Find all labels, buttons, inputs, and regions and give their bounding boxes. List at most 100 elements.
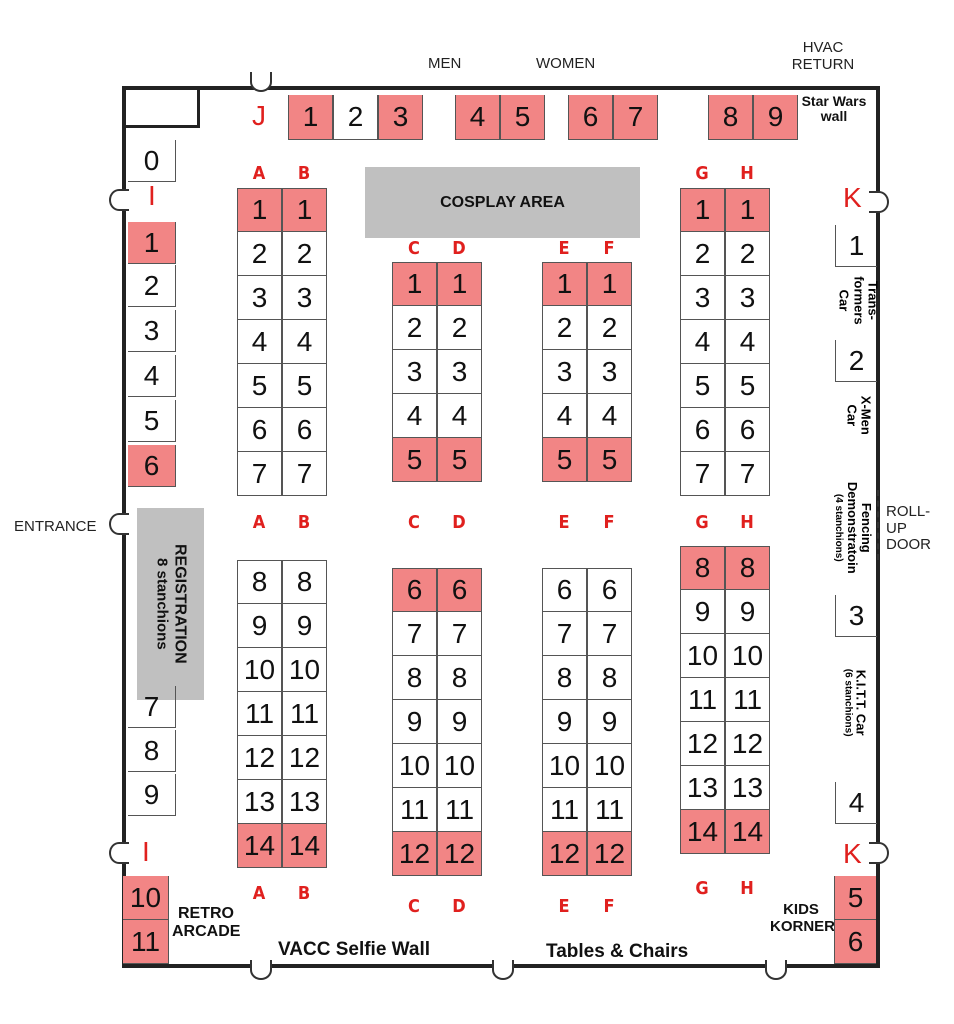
booth-h-13[interactable]: 13 — [725, 766, 770, 810]
booth-b-5[interactable]: 5 — [282, 364, 327, 408]
booth-f-12[interactable]: 12 — [587, 832, 632, 876]
booth-c-9[interactable]: 9 — [392, 700, 437, 744]
booth-a-4[interactable]: 4 — [237, 320, 282, 364]
booth-e-10[interactable]: 10 — [542, 744, 587, 788]
booth-f-5[interactable]: 5 — [587, 438, 632, 482]
booth-g-5[interactable]: 5 — [680, 364, 725, 408]
booth-j-2[interactable]: 2 — [333, 95, 378, 140]
booth-a-7[interactable]: 7 — [237, 452, 282, 496]
booth-i-2[interactable]: 2 — [128, 265, 176, 307]
booth-c-8[interactable]: 8 — [392, 656, 437, 700]
booth-b-10[interactable]: 10 — [282, 648, 327, 692]
booth-a-8[interactable]: 8 — [237, 560, 282, 604]
booth-k-4[interactable]: 4 — [835, 782, 877, 824]
booth-e-2[interactable]: 2 — [542, 306, 587, 350]
booth-g-9[interactable]: 9 — [680, 590, 725, 634]
booth-j-6[interactable]: 6 — [568, 95, 613, 140]
booth-g-13[interactable]: 13 — [680, 766, 725, 810]
booth-a-1[interactable]: 1 — [237, 188, 282, 232]
booth-k-3[interactable]: 3 — [835, 595, 877, 637]
booth-h-1[interactable]: 1 — [725, 188, 770, 232]
booth-i-1[interactable]: 1 — [128, 222, 176, 264]
booth-c-2[interactable]: 2 — [392, 306, 437, 350]
booth-e-8[interactable]: 8 — [542, 656, 587, 700]
booth-j-5[interactable]: 5 — [500, 95, 545, 140]
booth-a-3[interactable]: 3 — [237, 276, 282, 320]
booth-c-4[interactable]: 4 — [392, 394, 437, 438]
booth-c-12[interactable]: 12 — [392, 832, 437, 876]
booth-j-1[interactable]: 1 — [288, 95, 333, 140]
booth-i-6[interactable]: 6 — [128, 445, 176, 487]
booth-a-11[interactable]: 11 — [237, 692, 282, 736]
booth-g-1[interactable]: 1 — [680, 188, 725, 232]
booth-g-14[interactable]: 14 — [680, 810, 725, 854]
booth-e-4[interactable]: 4 — [542, 394, 587, 438]
booth-j-3[interactable]: 3 — [378, 95, 423, 140]
booth-f-10[interactable]: 10 — [587, 744, 632, 788]
booth-h-14[interactable]: 14 — [725, 810, 770, 854]
booth-g-12[interactable]: 12 — [680, 722, 725, 766]
booth-a-14[interactable]: 14 — [237, 824, 282, 868]
booth-b-3[interactable]: 3 — [282, 276, 327, 320]
booth-e-6[interactable]: 6 — [542, 568, 587, 612]
booth-d-1[interactable]: 1 — [437, 262, 482, 306]
booth-b-2[interactable]: 2 — [282, 232, 327, 276]
booth-b-6[interactable]: 6 — [282, 408, 327, 452]
booth-a-9[interactable]: 9 — [237, 604, 282, 648]
booth-a-6[interactable]: 6 — [237, 408, 282, 452]
booth-a-12[interactable]: 12 — [237, 736, 282, 780]
booth-e-5[interactable]: 5 — [542, 438, 587, 482]
booth-g-2[interactable]: 2 — [680, 232, 725, 276]
booth-g-8[interactable]: 8 — [680, 546, 725, 590]
booth-d-10[interactable]: 10 — [437, 744, 482, 788]
booth-b-4[interactable]: 4 — [282, 320, 327, 364]
booth-h-10[interactable]: 10 — [725, 634, 770, 678]
booth-g-10[interactable]: 10 — [680, 634, 725, 678]
booth-h-5[interactable]: 5 — [725, 364, 770, 408]
booth-b-14[interactable]: 14 — [282, 824, 327, 868]
booth-b-11[interactable]: 11 — [282, 692, 327, 736]
booth-k-5[interactable]: 5 — [834, 876, 876, 920]
booth-i-3[interactable]: 3 — [128, 310, 176, 352]
booth-b-9[interactable]: 9 — [282, 604, 327, 648]
booth-b-7[interactable]: 7 — [282, 452, 327, 496]
booth-e-1[interactable]: 1 — [542, 262, 587, 306]
booth-d-3[interactable]: 3 — [437, 350, 482, 394]
booth-c-6[interactable]: 6 — [392, 568, 437, 612]
booth-b-1[interactable]: 1 — [282, 188, 327, 232]
booth-f-6[interactable]: 6 — [587, 568, 632, 612]
booth-a-2[interactable]: 2 — [237, 232, 282, 276]
booth-f-2[interactable]: 2 — [587, 306, 632, 350]
booth-d-12[interactable]: 12 — [437, 832, 482, 876]
booth-h-7[interactable]: 7 — [725, 452, 770, 496]
booth-i-7[interactable]: 7 — [128, 686, 176, 728]
booth-j-7[interactable]: 7 — [613, 95, 658, 140]
booth-i-8[interactable]: 8 — [128, 730, 176, 772]
booth-f-1[interactable]: 1 — [587, 262, 632, 306]
booth-k-2[interactable]: 2 — [835, 340, 877, 382]
booth-g-6[interactable]: 6 — [680, 408, 725, 452]
booth-f-11[interactable]: 11 — [587, 788, 632, 832]
booth-d-9[interactable]: 9 — [437, 700, 482, 744]
booth-c-11[interactable]: 11 — [392, 788, 437, 832]
booth-c-7[interactable]: 7 — [392, 612, 437, 656]
booth-d-6[interactable]: 6 — [437, 568, 482, 612]
booth-c-5[interactable]: 5 — [392, 438, 437, 482]
booth-b-13[interactable]: 13 — [282, 780, 327, 824]
booth-h-6[interactable]: 6 — [725, 408, 770, 452]
booth-f-4[interactable]: 4 — [587, 394, 632, 438]
booth-a-10[interactable]: 10 — [237, 648, 282, 692]
booth-i-11[interactable]: 11 — [123, 920, 169, 964]
booth-e-7[interactable]: 7 — [542, 612, 587, 656]
booth-k-6[interactable]: 6 — [834, 920, 876, 964]
booth-c-1[interactable]: 1 — [392, 262, 437, 306]
booth-a-13[interactable]: 13 — [237, 780, 282, 824]
booth-f-7[interactable]: 7 — [587, 612, 632, 656]
booth-i-9[interactable]: 9 — [128, 774, 176, 816]
booth-b-8[interactable]: 8 — [282, 560, 327, 604]
booth-j-4[interactable]: 4 — [455, 95, 500, 140]
booth-f-9[interactable]: 9 — [587, 700, 632, 744]
booth-j-9[interactable]: 9 — [753, 95, 798, 140]
booth-j-8[interactable]: 8 — [708, 95, 753, 140]
booth-d-11[interactable]: 11 — [437, 788, 482, 832]
